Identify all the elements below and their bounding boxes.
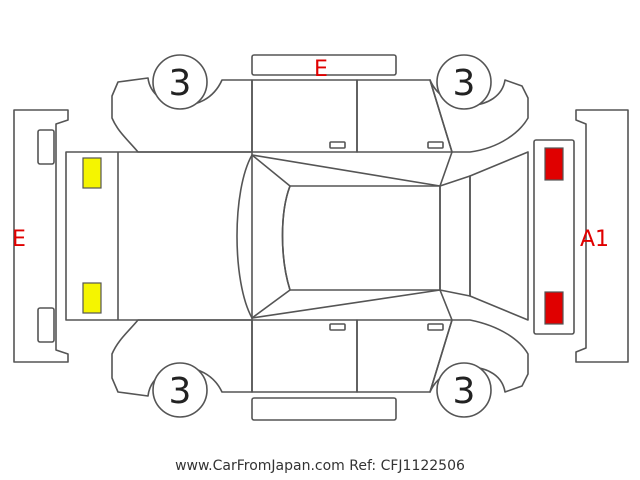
- label-left: E: [12, 227, 26, 252]
- marker-yellow-top: [82, 157, 102, 189]
- top-side-bar: [251, 54, 397, 76]
- roof: [281, 185, 441, 291]
- rear-deck: [469, 151, 529, 321]
- top-window-line: [251, 154, 441, 187]
- wheel-front-left-grade: 3: [169, 63, 192, 104]
- rear-pillar-top: [439, 151, 453, 187]
- left-bumper: [13, 109, 69, 363]
- marker-red-bottom: [544, 291, 564, 325]
- label-top: E: [314, 57, 328, 82]
- rear-lamp-panel: [533, 139, 575, 335]
- bottom-front-handle: [329, 323, 346, 331]
- front-hood: [65, 151, 253, 321]
- top-front-handle: [329, 141, 346, 149]
- top-rear-handle: [427, 141, 444, 149]
- wheel-front-right: [436, 54, 492, 110]
- bottom-side-bar: [251, 397, 397, 421]
- wheel-rear-left-grade: 3: [169, 371, 192, 412]
- watermark-text: www.CarFromJapan.com Ref: CFJ1122506: [175, 458, 465, 474]
- marker-red-top: [544, 147, 564, 181]
- left-bumper-bottom-lamp: [37, 307, 55, 343]
- bottom-rear-handle: [427, 323, 444, 331]
- left-bumper-top-lamp: [37, 129, 55, 165]
- label-right: A1: [580, 227, 609, 252]
- right-bumper: [575, 109, 629, 363]
- marker-yellow-bottom: [82, 282, 102, 314]
- wheel-front-right-grade: 3: [453, 63, 476, 104]
- wheel-rear-left: [152, 362, 208, 418]
- rear-pillar-bottom: [439, 289, 453, 321]
- bottom-window-line: [251, 289, 441, 319]
- rear-window: [439, 175, 471, 297]
- wheel-rear-right: [436, 362, 492, 418]
- wheel-rear-right-grade: 3: [453, 371, 476, 412]
- wheel-front-left: [152, 54, 208, 110]
